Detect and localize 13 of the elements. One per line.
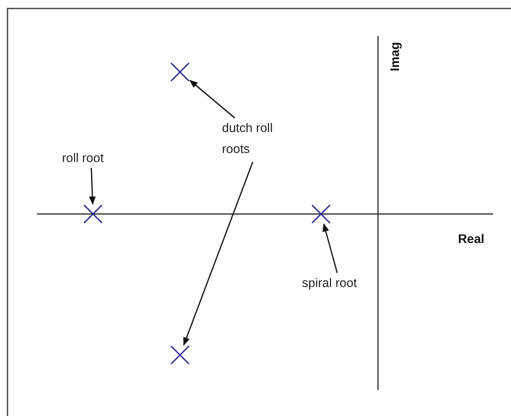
arrow [89, 168, 96, 205]
arrow [183, 162, 254, 346]
root-marker [83, 204, 103, 224]
arrow [322, 223, 338, 274]
root-label: spiral root [302, 273, 378, 293]
root-label: roll root [62, 148, 120, 168]
root-marker [170, 62, 190, 82]
arrow [189, 80, 236, 118]
axis-title: Imag [388, 42, 402, 72]
root-label: dutch roll roots [222, 118, 300, 162]
axis-title: Real [458, 232, 484, 246]
root-marker [170, 345, 190, 365]
root-marker [311, 204, 331, 224]
